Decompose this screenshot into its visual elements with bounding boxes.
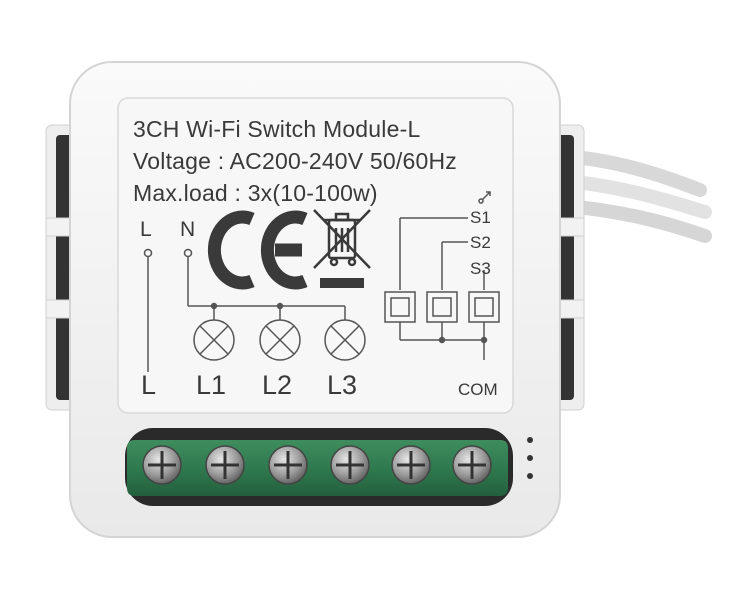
weee-bar — [320, 278, 364, 288]
terminal-l-label: L — [141, 370, 157, 400]
switch-s1-label: S1 — [470, 208, 491, 227]
load-l1-label: L1 — [196, 370, 227, 400]
terminal-screw-6 — [452, 445, 492, 485]
indicator-dots — [527, 437, 533, 479]
terminal-screw-5 — [391, 445, 431, 485]
voltage-spec: Voltage : AC200-240V 50/60Hz — [133, 148, 457, 174]
terminal-l-top-label: L — [140, 218, 152, 241]
com-label: COM — [458, 380, 498, 399]
ce-mark — [207, 210, 308, 290]
terminal-screw-4 — [330, 445, 370, 485]
terminal-n-top-label: N — [180, 218, 196, 241]
terminal-screw-3 — [268, 445, 308, 485]
switch-s2-label: S2 — [470, 233, 491, 252]
terminal-screws — [142, 445, 492, 485]
load-l3-label: L3 — [327, 370, 358, 400]
wiring-diagram — [143, 191, 500, 372]
product-title: 3CH Wi-Fi Switch Module-L — [133, 116, 421, 142]
switch-s3-label: S3 — [470, 259, 491, 278]
terminal-screw-2 — [205, 445, 245, 485]
load-l2-label: L2 — [262, 370, 293, 400]
terminal-screw-1 — [142, 445, 182, 485]
max-load-spec: Max.load : 3x(10-100w) — [133, 180, 378, 206]
label-panel — [117, 97, 514, 414]
weee-bin-icon — [313, 209, 371, 269]
